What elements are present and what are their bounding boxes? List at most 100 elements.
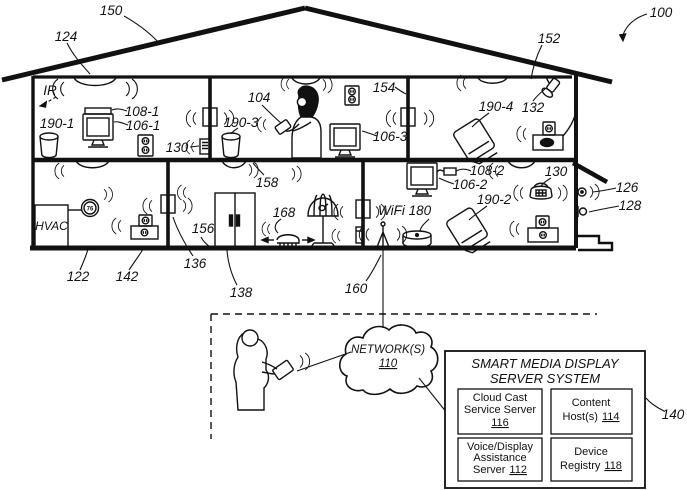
alarm-keypad-icon: [199, 138, 211, 155]
ref-150: 150: [100, 3, 123, 18]
ref-130-upper: 130: [166, 140, 189, 155]
ref-106-1: 106-1: [126, 118, 161, 133]
wifi-router-icon: [375, 221, 391, 248]
reference-labels: 100 150 124 IR 152 154 104 190-1 190-3 1…: [35, 3, 685, 422]
media-device-icon: [84, 107, 112, 115]
wall-phone-icon: [355, 226, 364, 244]
ref-wifi-180: WiFi 180: [378, 203, 432, 218]
ref-132: 132: [522, 100, 545, 115]
ref-122: 122: [67, 269, 90, 284]
wall-outlet-icon: [137, 134, 154, 157]
outlet-and-stand-icon: [527, 215, 559, 243]
network-server-link: [418, 377, 448, 414]
ref-128: 128: [619, 198, 642, 213]
user-figure-outdoor: [233, 329, 294, 411]
network-cloud: [338, 324, 439, 396]
birdcage-icon: [307, 193, 339, 248]
cloud-cast-server-box: Cloud Cast Service Server 116: [457, 388, 543, 435]
room-dividers: [166, 78, 410, 248]
ref-158: 158: [256, 175, 279, 190]
display-monitor-icon: [406, 162, 438, 197]
ref-106-2: 106-2: [453, 177, 488, 192]
door-awning: [571, 161, 609, 184]
smart-speaker-icon: [221, 132, 241, 159]
ref-136: 136: [184, 256, 207, 271]
roof-right: [304, 5, 613, 85]
devices: [34, 76, 588, 258]
device-network-link: [296, 351, 352, 372]
thermostat-temp: 76: [87, 207, 94, 213]
server-system-box: SMART MEDIA DISPLAY SERVER SYSTEM Cloud …: [444, 350, 646, 489]
ceiling-device-icon: [75, 160, 110, 169]
content-hosts-box: Content Host(s)114: [550, 388, 633, 435]
security-camera-icon: [541, 76, 561, 98]
wall-outlet-icon: [344, 85, 360, 106]
cloud-cast-line2: Service Server: [464, 404, 536, 416]
ref-152: 152: [538, 31, 561, 46]
streaming-dongle-icon: [436, 167, 457, 176]
ceiling-device-icon: [477, 77, 508, 84]
ref-142: 142: [116, 269, 139, 284]
door-lock-icon: [577, 206, 588, 217]
environment-boundary-dashed: [210, 313, 597, 439]
ref-140: 140: [662, 407, 685, 422]
ref-168: 168: [273, 205, 296, 220]
cloud-cast-line1: Cloud Cast: [473, 392, 527, 404]
network-label: NETWORK(S): [351, 344, 425, 356]
content-hosts-line1: Content: [572, 397, 611, 409]
content-hosts-line2: Host(s)114: [563, 411, 620, 423]
network-number: 110: [379, 358, 398, 370]
smart-plug-icon: [130, 214, 159, 240]
ref-156: 156: [192, 221, 215, 236]
robot-vacuum-icon: [260, 234, 316, 246]
leader-lines: [38, 13, 665, 412]
ceiling-device-icon: [291, 77, 321, 85]
user-figure-indoor: [274, 85, 322, 159]
ref-154: 154: [373, 80, 396, 95]
cloud-cast-number: 116: [491, 417, 509, 429]
ref-104: 104: [248, 90, 271, 105]
voice-assist-line2: Assistance: [473, 452, 526, 464]
thermostat-icon: [68, 198, 100, 218]
ceiling-device-icon: [221, 160, 247, 169]
ref-190-1: 190-1: [40, 116, 75, 131]
ref-108-1: 108-1: [125, 104, 160, 119]
appliance-icon: [214, 192, 256, 249]
ref-190-4: 190-4: [479, 99, 514, 114]
porch-step: [576, 234, 614, 252]
ref-106-3: 106-3: [373, 129, 408, 144]
ceiling-device-icon: [507, 160, 536, 169]
server-title-line1: SMART MEDIA DISPLAY: [471, 356, 619, 371]
server-title-line2: SERVER SYSTEM: [490, 371, 600, 386]
hvac-unit: [34, 204, 69, 248]
smart-speaker-icon: [39, 132, 59, 159]
ref-190-3: 190-3: [224, 115, 259, 130]
alarm-phone-icon: [529, 182, 553, 200]
voice-assist-line1: Voice/Display: [467, 441, 534, 453]
ref-ir: IR: [43, 83, 57, 98]
ref-126: 126: [616, 180, 639, 195]
ref-124: 124: [55, 29, 78, 44]
ref-138: 138: [230, 285, 253, 300]
outlet-and-media-stand-icon: [532, 111, 577, 151]
display-monitor-icon: [329, 123, 361, 158]
ref-160: 160: [345, 281, 368, 296]
ref-108-2: 108-2: [470, 163, 505, 178]
ref-130-lower: 130: [545, 164, 568, 179]
hazard-detector-icon: [73, 77, 117, 87]
network-section: NETWORK(S) 110 SMART MEDIA DISPLAY SERVE…: [210, 249, 646, 489]
ref-190-2: 190-2: [477, 192, 512, 207]
ref-100: 100: [650, 5, 673, 20]
device-registry-line1: Device: [574, 446, 608, 458]
roof-left: [1, 5, 306, 83]
house-structure: [1, 5, 614, 252]
doorbell-icon: [577, 187, 587, 197]
display-monitor-icon: [82, 113, 114, 148]
hvac-label: HVAC: [35, 219, 68, 233]
